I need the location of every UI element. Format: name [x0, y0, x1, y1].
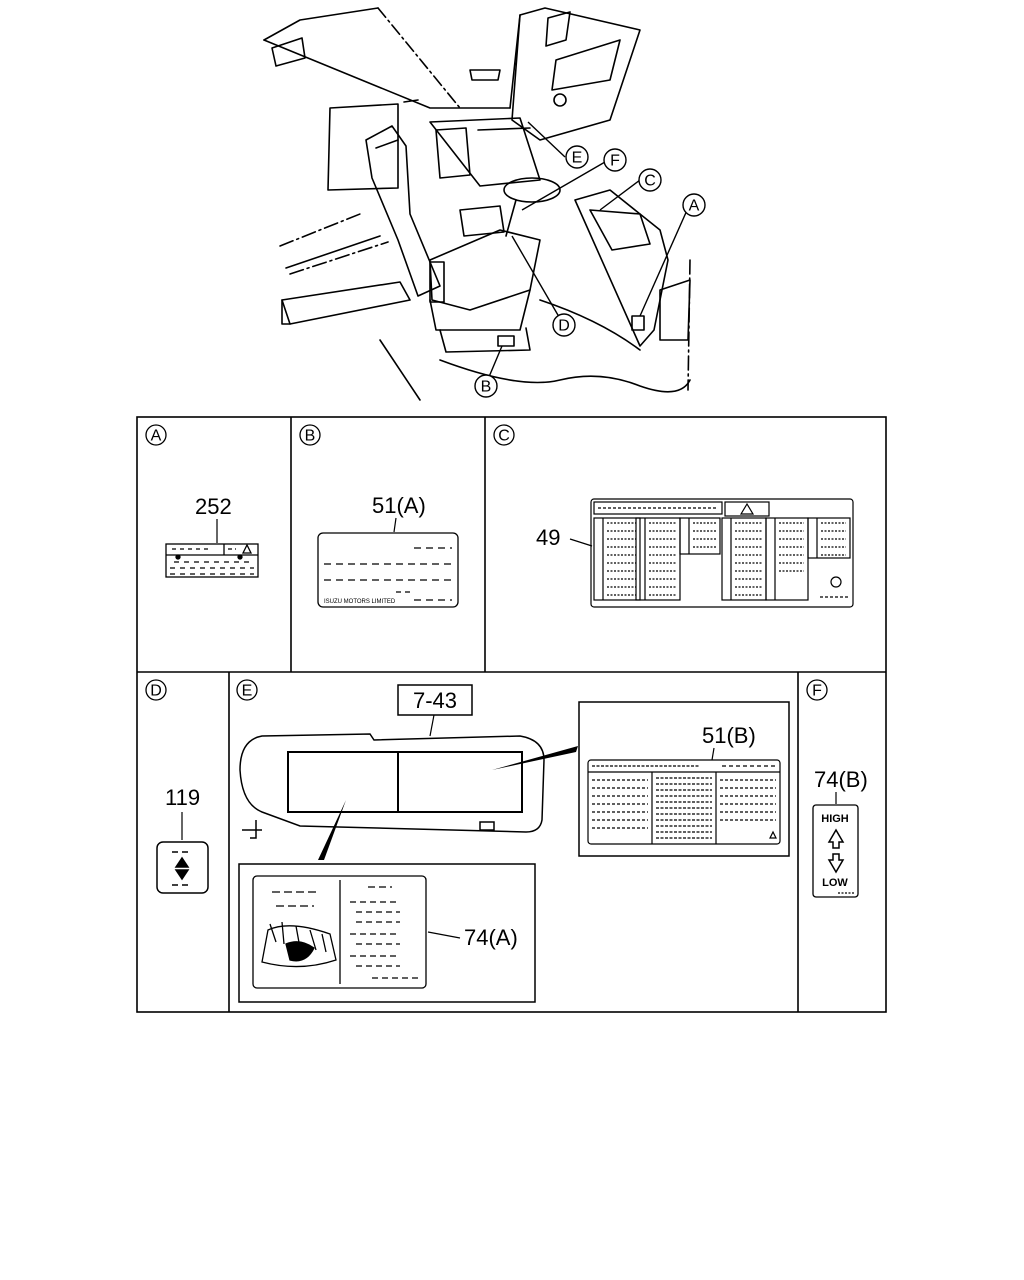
callout-D: D [552, 313, 576, 337]
part-number-119: 119 [165, 785, 200, 810]
part-number-51B: 51(B) [702, 723, 756, 748]
panel-E: E 7-43 51(B) [236, 679, 790, 1003]
detail-panel-grid [136, 416, 887, 1013]
part-number-49: 49 [536, 525, 560, 550]
panel-A: A 252 [145, 424, 259, 578]
low-label: LOW [822, 877, 848, 889]
high-label: HIGH [821, 813, 849, 825]
callout-E: E [565, 145, 589, 169]
switch-119-drawing [156, 841, 209, 894]
svg-text:D: D [150, 683, 162, 700]
part-number-74A: 74(A) [464, 925, 518, 950]
cab-interior-illustration [263, 7, 691, 401]
callout-F: F [603, 148, 627, 172]
isuzu-label-text: ISUZU MOTORS LIMITED [324, 599, 396, 605]
svg-text:C: C [644, 173, 656, 190]
panel-F: F 74(B) HIGH LOW [806, 679, 868, 898]
svg-text:F: F [812, 683, 822, 700]
svg-text:B: B [305, 428, 316, 445]
callout-B: B [474, 374, 498, 398]
svg-text:B: B [481, 379, 492, 396]
part-number-252: 252 [195, 494, 232, 519]
label-49-drawing [590, 498, 854, 608]
panel-D: D 119 [145, 679, 209, 894]
panel-B: B 51(A) ISUZU MOTORS LIMITED [299, 424, 459, 608]
callout-C: C [638, 168, 662, 192]
label-51B-drawing [587, 759, 781, 845]
callout-leaders [485, 121, 689, 385]
svg-text:F: F [610, 153, 620, 170]
pointer-to-51B [492, 746, 578, 770]
part-number-74B: 74(B) [814, 767, 868, 792]
svg-text:E: E [242, 683, 253, 700]
svg-text:E: E [572, 150, 583, 167]
svg-text:D: D [558, 318, 570, 335]
svg-text:A: A [151, 428, 162, 445]
panel-C: C 49 [493, 424, 854, 608]
part-number-51A: 51(A) [372, 493, 426, 518]
label-74B-drawing [812, 804, 859, 898]
label-252-drawing [165, 543, 259, 578]
label-74A-drawing [252, 875, 427, 989]
ref-number-7-43: 7-43 [413, 688, 457, 713]
svg-text:C: C [498, 428, 510, 445]
pointer-to-74A [318, 800, 346, 860]
label-51A-drawing [317, 532, 459, 608]
svg-text:A: A [689, 198, 700, 215]
sun-visor-drawing [239, 733, 545, 839]
callout-A: A [682, 193, 706, 217]
